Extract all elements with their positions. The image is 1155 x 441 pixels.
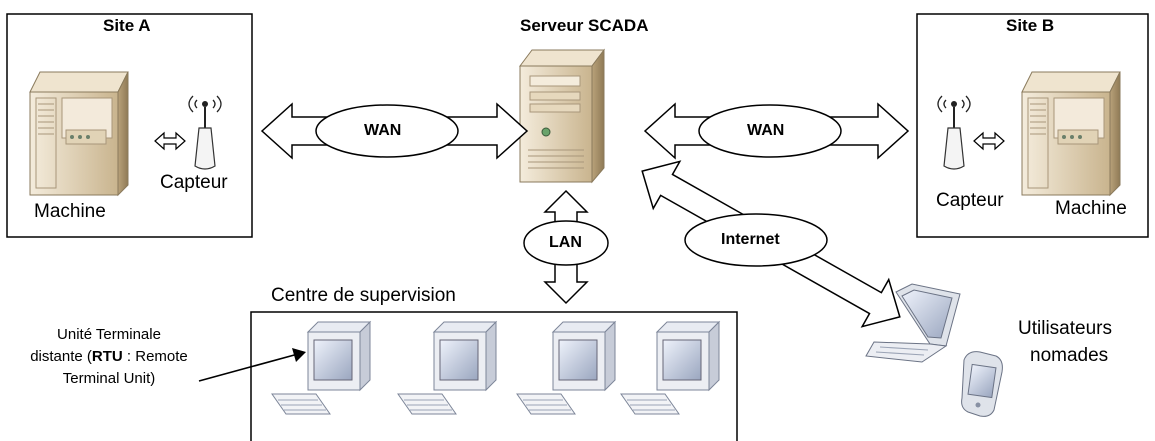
site-b-machine-icon [1021, 71, 1121, 197]
site-a-sensor-icon [188, 95, 222, 170]
mobile-users-label-2: nomades [1030, 345, 1109, 366]
site-a-link-arrow [154, 131, 186, 151]
rtu-pointer-arrow [198, 348, 306, 382]
site-b-sensor-label: Capteur [936, 190, 1004, 211]
internet-oval [684, 213, 828, 267]
lan-label: LAN [549, 234, 582, 251]
site-a-machine-label: Machine [34, 201, 106, 222]
scada-server-icon [519, 48, 605, 184]
wan-right-oval [698, 104, 842, 158]
workstation-4 [620, 320, 721, 415]
lan-oval [523, 220, 609, 266]
site-a-title: Site A [103, 16, 151, 35]
site-b-link-arrow [973, 131, 1005, 151]
wan-left-oval [315, 104, 459, 158]
wan-left-label: WAN [364, 122, 402, 139]
pda-icon [961, 351, 1003, 417]
internet-label: Internet [721, 231, 780, 248]
rtu-line-3: Terminal Unit) [62, 370, 156, 387]
site-b-machine-label: Machine [1055, 198, 1127, 219]
site-a-box [6, 13, 253, 238]
rtu-label: Unité Terminale distante (RTU : Remote T… [4, 324, 214, 390]
site-b-title: Site B [1006, 16, 1055, 35]
rtu-line-1: Unité Terminale [57, 326, 161, 343]
wan-right-label: WAN [747, 122, 785, 139]
supervision-title: Centre de supervision [271, 285, 456, 306]
workstation-3 [516, 320, 617, 415]
rtu-line-2-prefix: distante ( [30, 348, 92, 365]
laptop-icon [865, 283, 961, 363]
site-a-machine-icon [29, 71, 129, 197]
site-b-sensor-icon [937, 95, 971, 170]
site-b-box [916, 13, 1149, 238]
rtu-line-2-suffix: : Remote [122, 348, 188, 365]
workstation-2 [397, 320, 498, 415]
rtu-acronym: RTU [91, 348, 123, 365]
supervision-box [250, 311, 738, 441]
mobile-users-label-1: Utilisateurs [1018, 318, 1112, 339]
site-a-sensor-label: Capteur [160, 172, 228, 193]
scada-server-title: Serveur SCADA [520, 16, 649, 35]
workstation-1 [271, 320, 372, 415]
